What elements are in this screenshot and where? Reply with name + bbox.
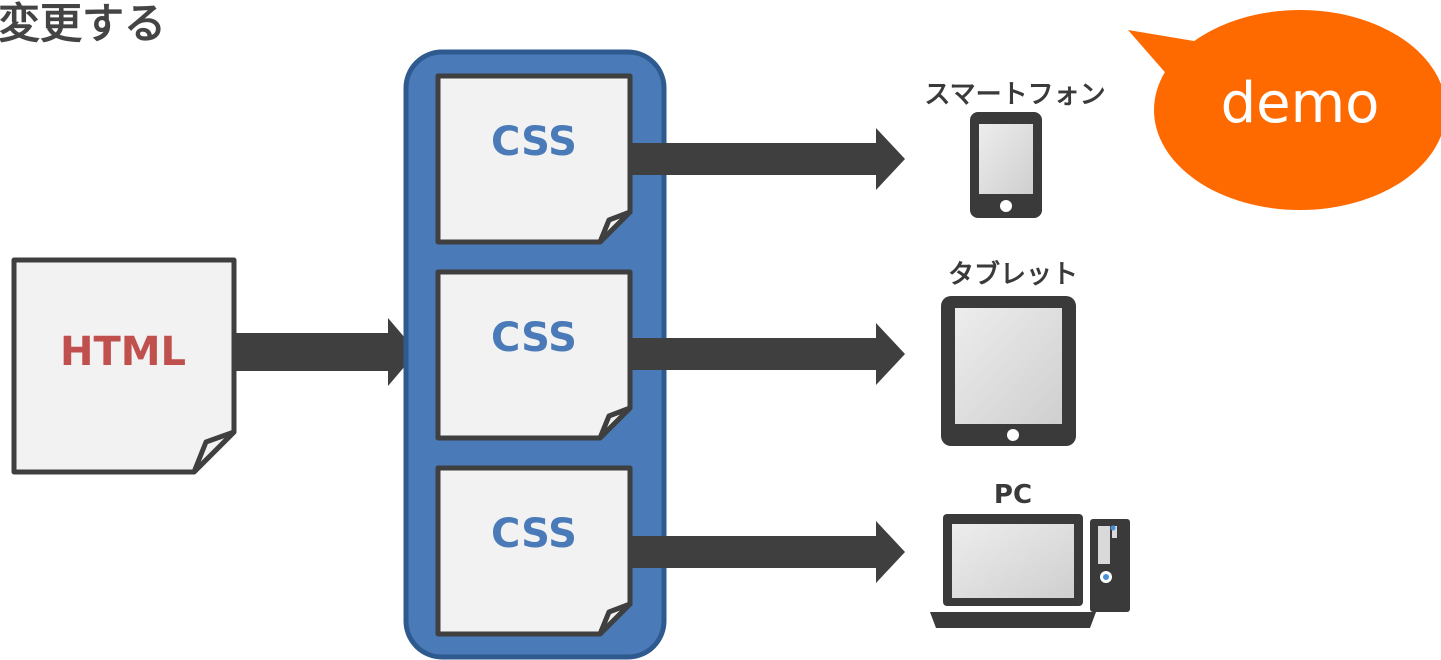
demo-speech-bubble	[1128, 10, 1441, 210]
html-document	[11, 257, 237, 475]
css-document-3-label: CSS	[491, 511, 577, 557]
tablet-icon	[941, 296, 1076, 446]
desktop-pc-icon	[930, 514, 1130, 628]
arrow-css-to-pc	[632, 521, 905, 583]
pc-label: PC	[993, 480, 1033, 510]
css-document-3	[435, 465, 633, 637]
css-document-2-label: CSS	[491, 315, 577, 361]
smartphone-label: スマートフォン	[924, 80, 1106, 110]
css-document-2	[435, 269, 633, 441]
css-document-1-label: CSS	[491, 119, 577, 165]
demo-bubble-label: demo	[1220, 71, 1380, 136]
css-document-1	[435, 73, 633, 245]
tablet-label: タブレット	[947, 260, 1078, 290]
arrow-html-to-css	[234, 318, 417, 386]
html-document-label: HTML	[59, 329, 187, 375]
page-title: 変更する	[0, 0, 167, 48]
smartphone-icon	[970, 112, 1042, 218]
arrow-css-to-tablet	[632, 323, 905, 385]
arrow-css-to-smartphone	[632, 128, 905, 190]
